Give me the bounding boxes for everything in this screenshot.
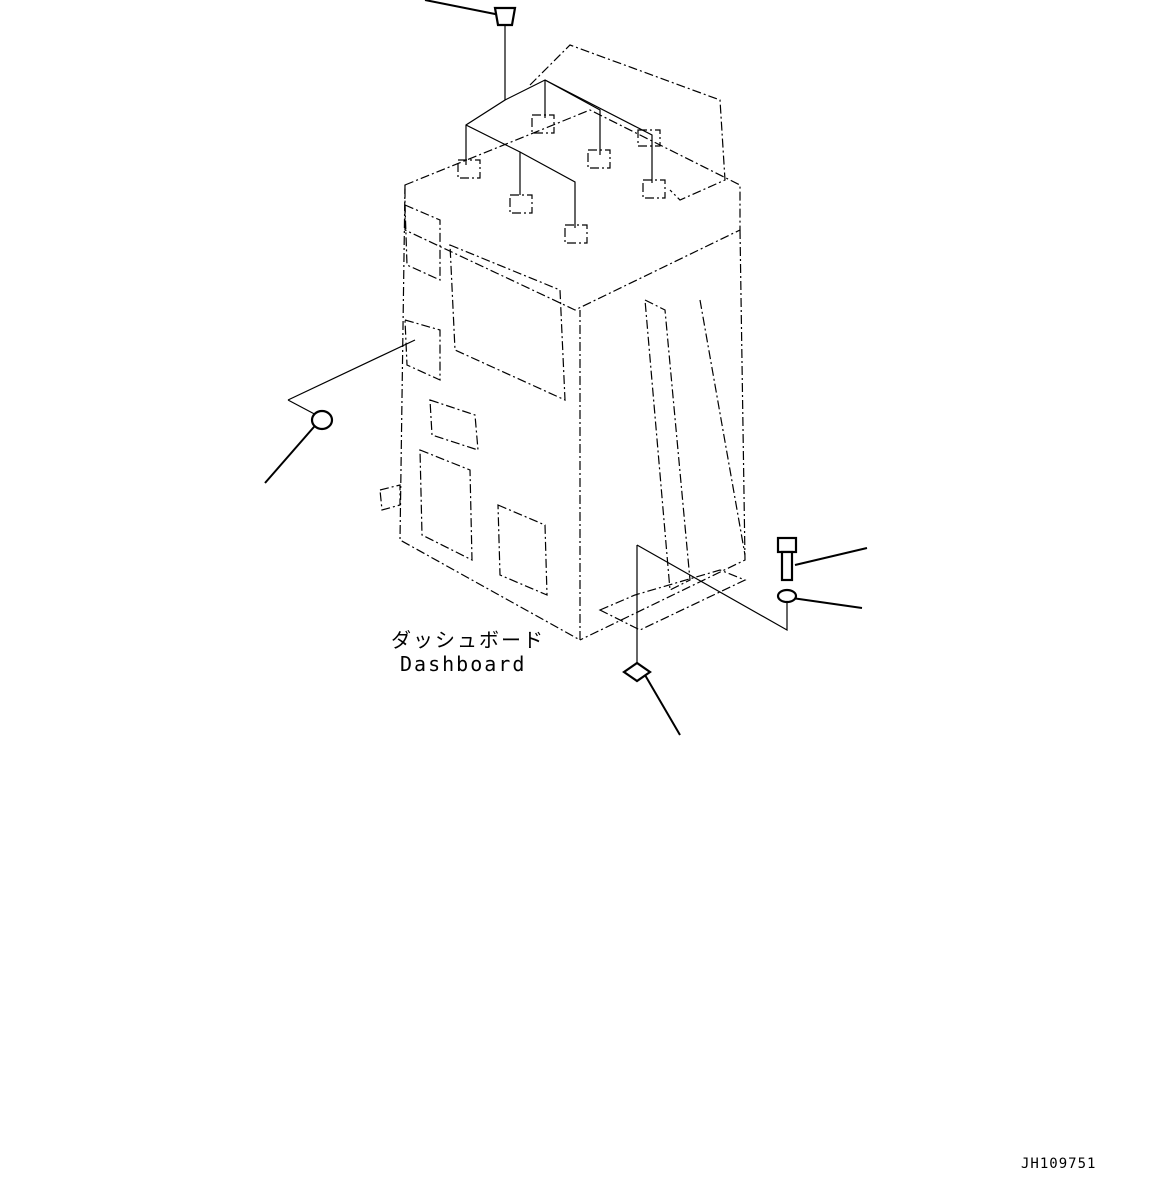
part-name-jp: ダッシュボード [391,628,545,652]
part-name-en: Dashboard [400,652,527,676]
plug-left-icon [310,409,334,431]
plug-top-icon [493,6,517,27]
washer-icon [776,588,798,604]
plate-washer-icon [622,661,652,683]
bolt-shank-icon [780,550,794,582]
dashboard-body [379,44,747,642]
leader-lines [264,0,868,736]
parts [310,6,798,683]
drawing-code: JH109751 [1021,1156,1097,1172]
bolt-head-icon [776,536,798,554]
cushion-blocks [457,114,666,244]
